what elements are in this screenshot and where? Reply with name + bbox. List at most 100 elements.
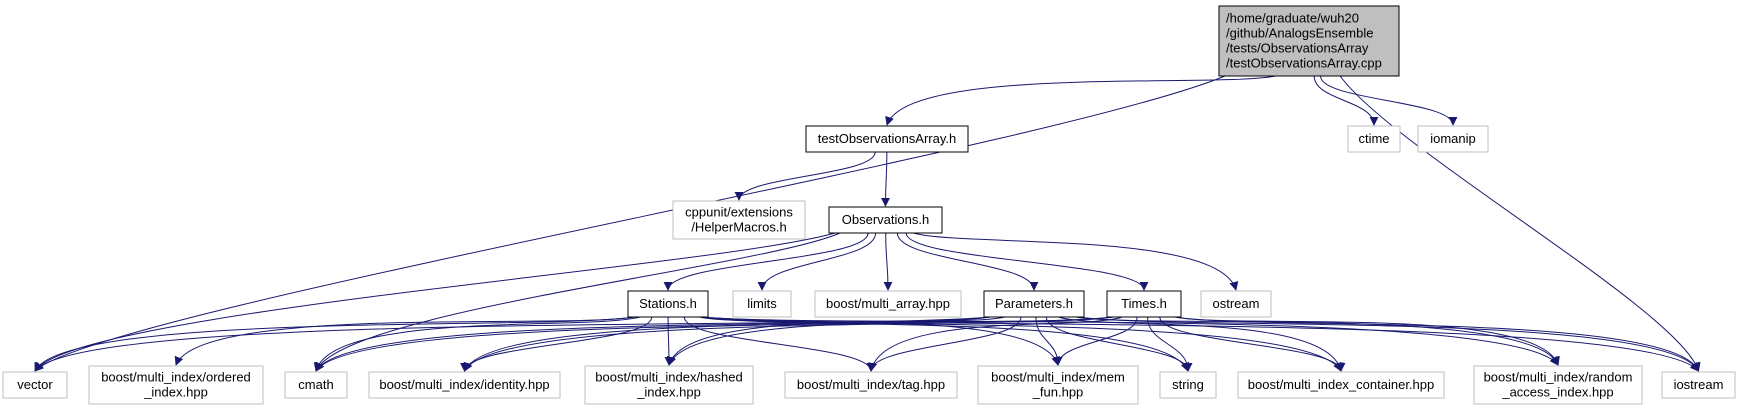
node-label: /home/graduate/wuh20	[1226, 11, 1359, 26]
edges-layer	[34, 75, 1701, 372]
node-label: string	[1172, 377, 1204, 392]
node-label: boost/multi_index/tag.hpp	[797, 377, 945, 392]
node-box	[2, 371, 68, 399]
node-vector: vector	[2, 371, 68, 399]
node-label: boost/multi_index/hashed	[595, 370, 742, 385]
edge-testObservationsArray_h-to-observations_h	[881, 151, 891, 207]
node-multi_index_container: boost/multi_index_container.hpp	[1237, 371, 1445, 399]
edge-parameters_h-to-hashed_index	[666, 316, 1005, 366]
node-label: boost/multi_array.hpp	[826, 296, 950, 311]
node-label: ctime	[1358, 131, 1389, 146]
nodes-layer: /home/graduate/wuh20/github/AnalogsEnsem…	[2, 5, 1736, 405]
node-stations_h[interactable]: Stations.h	[627, 290, 709, 318]
edge-stations_h-to-ordered_index	[174, 316, 635, 366]
edge-observations_h-to-multi_array	[883, 232, 893, 291]
node-tag: boost/multi_index/tag.hpp	[784, 371, 958, 399]
node-box	[1106, 290, 1182, 318]
node-label: Parameters.h	[995, 296, 1073, 311]
node-box	[1661, 371, 1736, 399]
edge-root-to-ctime	[1313, 75, 1379, 126]
node-root[interactable]: /home/graduate/wuh20/github/AnalogsEnsem…	[1218, 5, 1400, 77]
node-parameters_h[interactable]: Parameters.h	[983, 290, 1085, 318]
edge-stations_h-to-iostream	[701, 316, 1700, 372]
node-box	[627, 290, 709, 318]
node-multi_array: boost/multi_array.hpp	[814, 290, 962, 318]
node-string: string	[1159, 371, 1217, 399]
node-box	[88, 365, 264, 405]
node-box	[1218, 5, 1400, 77]
node-box	[1237, 371, 1445, 399]
node-box	[584, 365, 754, 405]
node-iostream: iostream	[1661, 371, 1736, 399]
node-box	[732, 290, 792, 318]
node-label: cppunit/extensions	[685, 205, 793, 220]
node-label: /github/AnalogsEnsemble	[1226, 26, 1373, 41]
node-testObservationsArray_h[interactable]: testObservationsArray.h	[805, 125, 969, 153]
node-mem_fun: boost/multi_index/mem_fun.hpp	[977, 365, 1139, 405]
edge-times_h-to-iostream	[1174, 316, 1700, 372]
edge-parameters_h-to-tag	[866, 316, 1022, 372]
edge-parameters_h-to-multi_index_container	[1058, 316, 1344, 372]
edge-stations_h-to-multi_index_container	[701, 316, 1342, 372]
node-box	[977, 365, 1139, 405]
node-label: _access_index.hpp	[1501, 385, 1613, 400]
node-label: _index.hpp	[636, 385, 701, 400]
edge-testObservationsArray_h-to-helpermacros	[734, 151, 876, 201]
edge-observations_h-to-times_h	[905, 232, 1149, 291]
node-box	[828, 206, 943, 234]
node-label: _index.hpp	[143, 385, 208, 400]
node-ctime: ctime	[1347, 125, 1401, 153]
node-limits: limits	[732, 290, 792, 318]
edge-stations_h-to-random_access_index	[701, 316, 1559, 366]
node-observations_h[interactable]: Observations.h	[828, 206, 943, 234]
node-ostream: ostream	[1200, 290, 1272, 318]
node-box	[672, 200, 806, 240]
edge-parameters_h-to-iostream	[1077, 316, 1699, 372]
node-label: ostream	[1213, 296, 1260, 311]
edge-observations_h-to-limits	[757, 232, 877, 291]
node-box	[1347, 125, 1401, 153]
node-label: _fun.hpp	[1032, 385, 1084, 400]
edge-observations_h-to-vector	[34, 232, 836, 372]
node-label: boost/multi_index/mem	[991, 370, 1125, 385]
edge-times_h-to-tag	[868, 316, 1123, 372]
node-label: Stations.h	[639, 296, 697, 311]
node-random_access_index: boost/multi_index/random_access_index.hp…	[1473, 365, 1643, 405]
edge-root-to-testObservationsArray_h	[885, 75, 1276, 126]
node-box	[983, 290, 1085, 318]
edge-root-to-iomanip	[1320, 75, 1458, 126]
node-box	[1200, 290, 1272, 318]
node-box	[1473, 365, 1643, 405]
edge-observations_h-to-cmath	[315, 232, 841, 372]
node-hashed_index: boost/multi_index/hashed_index.hpp	[584, 365, 754, 405]
edge-times_h-to-mem_fun	[1053, 316, 1138, 366]
node-label: boost/multi_index/random	[1484, 370, 1633, 385]
node-label: iomanip	[1430, 131, 1476, 146]
node-helpermacros: cppunit/extensions/HelperMacros.h	[672, 200, 806, 240]
node-label: /HelperMacros.h	[691, 220, 786, 235]
edge-parameters_h-to-cmath	[315, 316, 991, 372]
edge-root-to-iostream	[1339, 75, 1701, 372]
node-ordered_index: boost/multi_index/ordered_index.hpp	[88, 365, 264, 405]
node-label: testObservationsArray.h	[818, 131, 956, 146]
node-label: boost/multi_index/identity.hpp	[379, 377, 549, 392]
edge-times_h-to-string	[1147, 316, 1193, 372]
node-label: /testObservationsArray.cpp	[1226, 56, 1382, 71]
node-box	[1159, 371, 1217, 399]
node-label: Observations.h	[842, 212, 929, 227]
node-times_h[interactable]: Times.h	[1106, 290, 1182, 318]
node-label: cmath	[298, 377, 333, 392]
node-box	[814, 290, 962, 318]
node-label: boost/multi_index_container.hpp	[1248, 377, 1434, 392]
edge-parameters_h-to-string	[1045, 316, 1193, 372]
node-box	[284, 371, 348, 399]
node-box	[368, 371, 561, 399]
node-iomanip: iomanip	[1417, 125, 1489, 153]
node-label: iostream	[1674, 377, 1724, 392]
node-label: Times.h	[1121, 296, 1167, 311]
node-label: limits	[747, 296, 777, 311]
node-box	[784, 371, 958, 399]
edge-observations_h-to-stations_h	[663, 232, 869, 291]
node-box	[805, 125, 969, 153]
